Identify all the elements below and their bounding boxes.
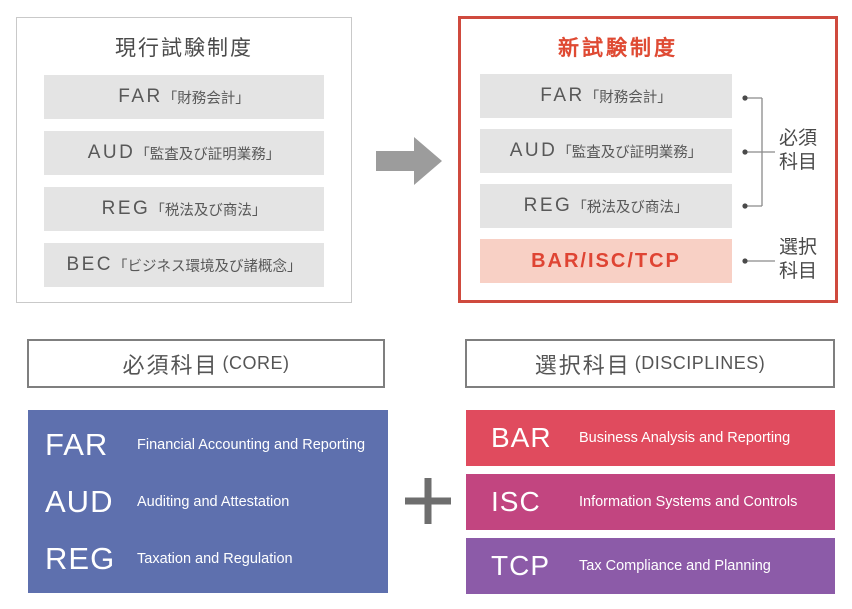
current-system-title: 現行試験制度 bbox=[115, 37, 253, 60]
core-code: REG bbox=[45, 540, 116, 576]
core-row-reg: REG Taxation and Regulation bbox=[45, 537, 388, 581]
subject-label: 「監査及び証明業務」 bbox=[135, 146, 281, 163]
subject-bar-bec: BEC 「ビジネス環境及び諸概念」 bbox=[44, 243, 324, 287]
subject-code: AUD bbox=[509, 140, 558, 161]
subject-code: FAR bbox=[118, 86, 163, 107]
elective-subjects-label: 選択 科目 bbox=[779, 236, 833, 285]
discipline-code: TCP bbox=[491, 550, 550, 581]
elective-codes: BAR/ISC/TCP bbox=[531, 249, 681, 272]
disciplines-section-header: 選択科目 (DISCIPLINES) bbox=[465, 339, 835, 388]
subject-label: 「財務会計」 bbox=[584, 89, 672, 106]
subject-bar-aud: AUD 「監査及び証明業務」 bbox=[480, 129, 732, 173]
subject-label: 「財務会計」 bbox=[162, 90, 250, 107]
subject-code: FAR bbox=[540, 85, 585, 106]
subject-label: 「税法及び商法」 bbox=[572, 199, 689, 216]
core-code: FAR bbox=[45, 426, 109, 462]
subject-code: AUD bbox=[87, 142, 136, 163]
discipline-name: Tax Compliance and Planning bbox=[579, 558, 771, 574]
subject-bar-far: FAR 「財務会計」 bbox=[44, 75, 324, 119]
subject-bar-aud: AUD 「監査及び証明業務」 bbox=[44, 131, 324, 175]
subject-label: 「監査及び証明業務」 bbox=[557, 144, 703, 161]
disciplines-header-en: (DISCIPLINES) bbox=[634, 353, 766, 373]
core-section-header: 必須科目 (CORE) bbox=[27, 339, 385, 388]
core-header-jp: 必須科目 bbox=[122, 352, 219, 378]
elective-label-line1: 選択 bbox=[779, 237, 818, 258]
core-row-aud: AUD Auditing and Attestation bbox=[45, 480, 388, 524]
subject-label: 「ビジネス環境及び諸概念」 bbox=[113, 258, 302, 275]
subject-code: REG bbox=[523, 195, 573, 216]
core-name: Auditing and Attestation bbox=[137, 493, 290, 510]
discipline-name: Business Analysis and Reporting bbox=[579, 430, 791, 446]
subject-code: BEC bbox=[66, 254, 114, 275]
new-system-panel: 新試験制度 FAR 「財務会計」 AUD 「監査及び証明業務」 REG 「税法及… bbox=[458, 16, 838, 303]
core-label-line2: 科目 bbox=[779, 152, 818, 174]
elective-label-line2: 科目 bbox=[779, 261, 818, 283]
right-arrow-icon bbox=[376, 137, 442, 185]
core-row-far: FAR Financial Accounting and Reporting bbox=[45, 423, 388, 467]
subject-bar-reg: REG 「税法及び商法」 bbox=[480, 184, 732, 228]
disciplines-header-jp: 選択科目 bbox=[534, 352, 631, 378]
core-code: AUD bbox=[45, 483, 114, 519]
current-system-panel: 現行試験制度 FAR 「財務会計」 AUD 「監査及び証明業務」 REG 「税法… bbox=[16, 17, 352, 303]
discipline-code: BAR bbox=[491, 422, 552, 453]
disciplines-box: BAR Business Analysis and Reporting ISC … bbox=[466, 410, 835, 594]
subject-label: 「税法及び商法」 bbox=[150, 202, 267, 219]
discipline-row-tcp: TCP Tax Compliance and Planning bbox=[466, 538, 835, 594]
discipline-code: ISC bbox=[491, 486, 541, 517]
subject-bar-reg: REG 「税法及び商法」 bbox=[44, 187, 324, 231]
discipline-row-isc: ISC Information Systems and Controls bbox=[466, 474, 835, 530]
subject-bar-far: FAR 「財務会計」 bbox=[480, 74, 732, 118]
core-header-en: (CORE) bbox=[222, 353, 290, 373]
new-system-bars: FAR 「財務会計」 AUD 「監査及び証明業務」 REG 「税法及び商法」 B… bbox=[461, 74, 835, 283]
core-label-line1: 必須 bbox=[779, 128, 818, 149]
subject-bar-elective: BAR/ISC/TCP bbox=[480, 239, 732, 283]
bracket-lines bbox=[742, 95, 775, 264]
subject-code: REG bbox=[101, 198, 151, 219]
discipline-name: Information Systems and Controls bbox=[579, 494, 798, 510]
discipline-row-bar: BAR Business Analysis and Reporting bbox=[466, 410, 835, 466]
core-subjects-label: 必須 科目 bbox=[779, 127, 833, 176]
new-system-title: 新試験制度 bbox=[558, 37, 678, 60]
current-system-bars: FAR 「財務会計」 AUD 「監査及び証明業務」 REG 「税法及び商法」 B… bbox=[17, 75, 351, 287]
core-name: Taxation and Regulation bbox=[137, 550, 293, 567]
core-name: Financial Accounting and Reporting bbox=[137, 436, 366, 453]
plus-icon bbox=[404, 477, 452, 525]
core-subjects-box: FAR Financial Accounting and Reporting A… bbox=[28, 410, 388, 593]
